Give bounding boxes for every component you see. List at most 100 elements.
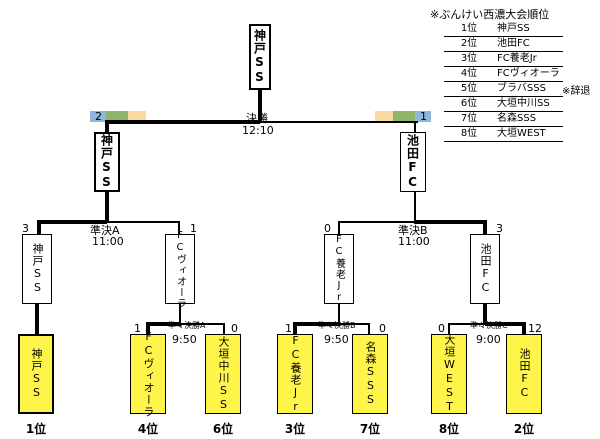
semi-a-line-horizontal-thin	[107, 221, 180, 223]
ranking-note: ※辞退	[562, 86, 591, 97]
ranking-place: 5位	[444, 81, 494, 97]
quarter-c-left-score: 0	[438, 322, 445, 335]
ranking-place: 8位	[444, 126, 494, 142]
champion-name: 神戸SS	[252, 29, 267, 85]
final-mark-left-green	[106, 111, 128, 122]
ranking-row: 6位大垣中川SS	[444, 96, 563, 112]
ranking-title: ※ぶんけい西濃大会順位	[430, 8, 550, 21]
quarter-c-label: 準々決勝C	[470, 321, 508, 330]
quarter-a-time: 9:50	[172, 333, 197, 346]
semi-b-line-horizontal-thin	[338, 221, 416, 223]
semi-b-left-score: 0	[324, 222, 331, 235]
ranking-team: FCヴィオーラ	[494, 66, 563, 82]
quarter-a-line-up	[179, 304, 181, 324]
final-mark-right-blue	[415, 111, 431, 122]
champion-box: 神戸SS	[249, 24, 271, 90]
bottom-place-7: 2位	[513, 422, 535, 436]
quarter-c-line-horizontal-thin	[448, 323, 485, 325]
final-left-box: 神戸SS	[94, 132, 120, 192]
semi-a-line-horizontal	[37, 220, 107, 224]
bottom-team-1: 神戸SS	[30, 348, 43, 400]
final-right-team: 池田FC	[405, 134, 420, 190]
quarter-c-left-stub	[448, 323, 450, 334]
quarter-c-line-horizontal	[485, 322, 525, 326]
semi-a-label: 準決A	[90, 224, 120, 237]
semi-a-right-team: FCヴィオーラ	[174, 229, 186, 309]
semi-a-left-line-down	[35, 304, 39, 334]
quarter-c-right-score: 12	[528, 322, 542, 335]
quarter-b-left-stub	[293, 322, 297, 334]
bottom-team-4: FC養老Jr	[289, 334, 302, 414]
bottom-place-2: 4位	[137, 422, 159, 436]
bottom-box-3: 大垣中川SS	[205, 334, 241, 414]
final-mark-left-peach	[128, 111, 146, 122]
final-left-team: 神戸SS	[99, 134, 114, 190]
ranking-team: ブラバSSS	[494, 81, 563, 97]
semi-a-time: 11:00	[92, 235, 124, 248]
ranking-team: FC養老Jr	[494, 51, 563, 67]
semi-b-left-team: FC養老Jr	[333, 234, 345, 304]
ranking-place: 2位	[444, 36, 494, 52]
quarter-a-left-score: 1	[134, 322, 141, 335]
ranking-place: 3位	[444, 51, 494, 67]
bottom-box-7: 池田FC	[506, 334, 542, 414]
quarter-c-line-up	[483, 304, 487, 324]
quarter-b-line-horizontal	[293, 322, 340, 326]
final-mark-right-peach	[375, 111, 393, 122]
quarter-b-line-horizontal-thin	[338, 323, 370, 325]
semi-a-line-up	[105, 192, 109, 222]
semi-b-left-box: FC養老Jr	[324, 234, 354, 304]
quarter-b-left-score: 1	[285, 322, 292, 335]
final-time: 12:10	[242, 124, 274, 137]
final-label: 決勝	[246, 112, 268, 125]
ranking-place: 1位	[444, 22, 494, 37]
semi-b-right-score: 3	[496, 222, 503, 235]
final-line-vertical	[258, 90, 262, 121]
final-left-stub	[105, 120, 109, 132]
semi-a-right-score: 1	[190, 222, 197, 235]
bottom-team-6: 大垣WEST	[443, 334, 456, 414]
quarter-a-right-stub	[223, 323, 225, 334]
final-right-box: 池田FC	[400, 132, 426, 192]
ranking-team: 池田FC	[494, 36, 563, 52]
semi-a-left-stub	[37, 220, 41, 234]
bottom-place-5: 7位	[359, 422, 381, 436]
quarter-b-time: 9:50	[324, 333, 349, 346]
final-mark-left-blue	[90, 111, 106, 122]
final-line-left	[105, 120, 260, 124]
quarter-b-right-stub	[368, 323, 370, 334]
ranking-row: 5位ブラバSSS	[444, 81, 563, 97]
quarter-c-right-stub	[522, 322, 526, 334]
quarter-b-right-score: 0	[379, 322, 386, 335]
semi-b-right-box: 池田FC	[470, 234, 500, 304]
semi-a-left-score: 3	[22, 222, 29, 235]
semi-b-left-stub	[338, 221, 340, 234]
bottom-box-6: 大垣WEST	[431, 334, 467, 414]
semi-b-right-team: 池田FC	[479, 243, 492, 295]
ranking-team: 名森SSS	[494, 111, 563, 127]
ranking-row: 2位池田FC	[444, 36, 563, 52]
quarter-a-line-horizontal-thin	[181, 323, 225, 325]
bottom-team-7: 池田FC	[518, 348, 531, 400]
quarter-a-label: 準々決勝A	[168, 321, 206, 330]
semi-b-label: 準決B	[398, 224, 428, 237]
bottom-place-4: 3位	[284, 422, 306, 436]
bottom-box-1: 神戸SS	[18, 334, 54, 414]
semi-a-left-box: 神戸SS	[22, 234, 52, 304]
semi-a-right-box: FCヴィオーラ	[165, 230, 195, 309]
bottom-place-3: 6位	[212, 422, 234, 436]
bottom-place-6: 8位	[438, 422, 460, 436]
semi-b-right-stub	[483, 220, 487, 234]
semi-a-right-stub	[178, 221, 180, 234]
final-line-right-thin	[258, 121, 418, 123]
bottom-box-5: 名森SSS	[352, 334, 388, 414]
semi-b-time: 11:00	[398, 235, 430, 248]
ranking-row: 8位大垣WEST	[444, 126, 563, 142]
semi-a-left-team: 神戸SS	[31, 243, 44, 295]
quarter-b-line-up	[338, 304, 340, 324]
quarter-a-right-score: 0	[231, 322, 238, 335]
ranking-team: 大垣WEST	[494, 126, 563, 142]
final-mark-right-green	[393, 111, 415, 122]
